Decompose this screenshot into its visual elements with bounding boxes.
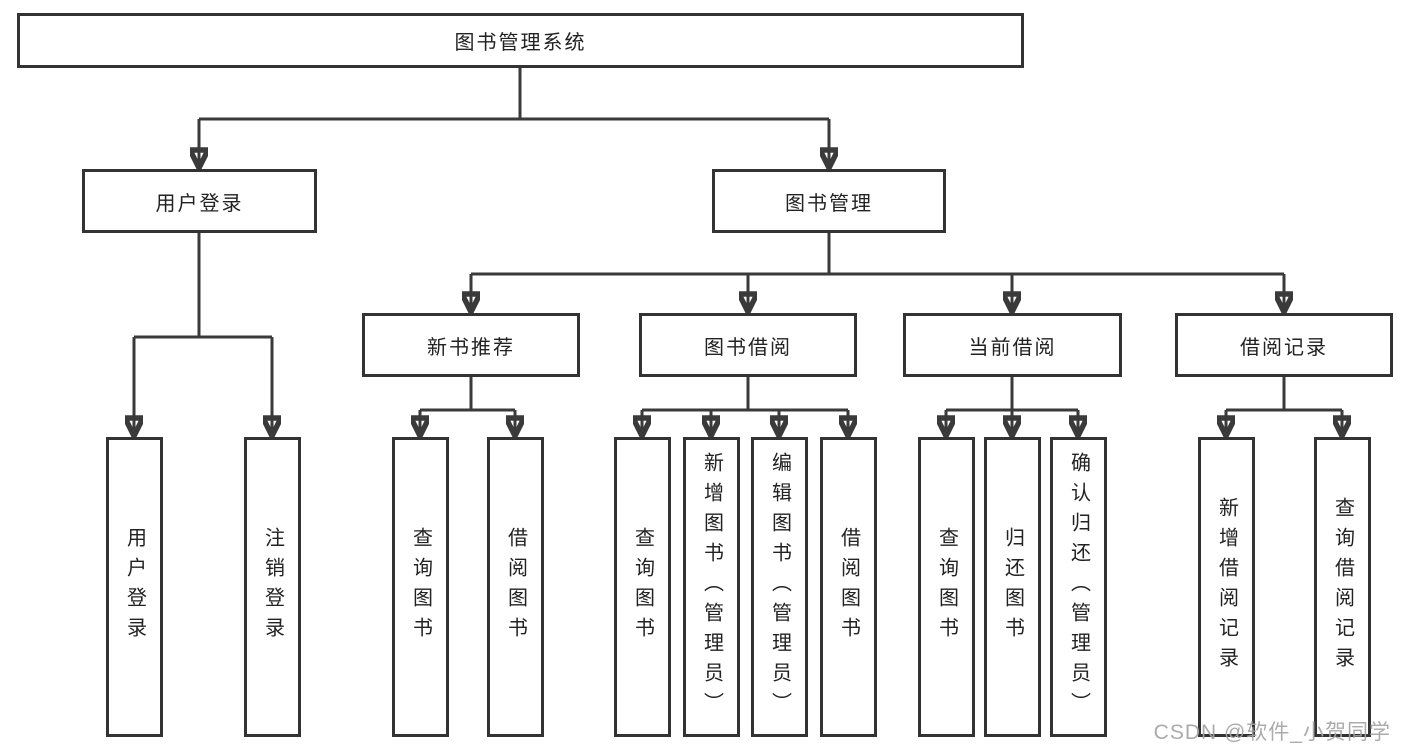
leaf-return-books-label: 归还图书 bbox=[1001, 527, 1024, 647]
leaf-query-books-recommend: 查询图书 bbox=[392, 437, 449, 737]
leaf-logout-label: 注销登录 bbox=[261, 527, 284, 647]
leaf-query-borrow-record-label: 查询借阅记录 bbox=[1331, 497, 1354, 677]
leaf-confirm-return-admin: 确认归还（管理员） bbox=[1050, 437, 1107, 737]
leaf-query-books-recommend-label: 查询图书 bbox=[409, 527, 432, 647]
leaf-query-books-current-label: 查询图书 bbox=[935, 527, 958, 647]
leaf-return-books: 归还图书 bbox=[984, 437, 1041, 737]
leaf-borrow-books-borrowing: 借阅图书 bbox=[820, 437, 877, 737]
node-book-borrowing: 图书借阅 bbox=[639, 313, 857, 377]
leaf-borrow-books-borrowing-label: 借阅图书 bbox=[837, 527, 860, 647]
leaf-add-borrow-record: 新增借阅记录 bbox=[1198, 437, 1255, 737]
leaf-user-login-label: 用户登录 bbox=[123, 527, 146, 647]
leaf-borrow-books-recommend: 借阅图书 bbox=[487, 437, 544, 737]
leaf-edit-book-admin-label: 编辑图书（管理员） bbox=[768, 452, 791, 722]
node-book-management: 图书管理 bbox=[712, 169, 946, 233]
node-root: 图书管理系统 bbox=[17, 13, 1024, 68]
node-current-borrowing: 当前借阅 bbox=[903, 313, 1122, 377]
leaf-add-book-admin: 新增图书（管理员） bbox=[683, 437, 740, 737]
leaf-borrow-books-recommend-label: 借阅图书 bbox=[504, 527, 527, 647]
leaf-query-books-borrowing-label: 查询图书 bbox=[631, 527, 654, 647]
leaf-query-books-current: 查询图书 bbox=[918, 437, 975, 737]
leaf-logout: 注销登录 bbox=[244, 437, 301, 737]
node-new-book-recommendation: 新书推荐 bbox=[362, 313, 580, 377]
leaf-confirm-return-admin-label: 确认归还（管理员） bbox=[1067, 452, 1090, 722]
leaf-query-borrow-record: 查询借阅记录 bbox=[1314, 437, 1371, 737]
leaf-edit-book-admin: 编辑图书（管理员） bbox=[751, 437, 808, 737]
leaf-add-borrow-record-label: 新增借阅记录 bbox=[1215, 497, 1238, 677]
leaf-query-books-borrowing: 查询图书 bbox=[614, 437, 671, 737]
csdn-watermark: CSDN @软件_小贺同学 bbox=[1153, 721, 1391, 744]
leaf-user-login: 用户登录 bbox=[106, 437, 163, 737]
node-borrowing-records: 借阅记录 bbox=[1175, 313, 1393, 377]
node-user-login: 用户登录 bbox=[82, 169, 317, 233]
leaf-add-book-admin-label: 新增图书（管理员） bbox=[700, 452, 723, 722]
